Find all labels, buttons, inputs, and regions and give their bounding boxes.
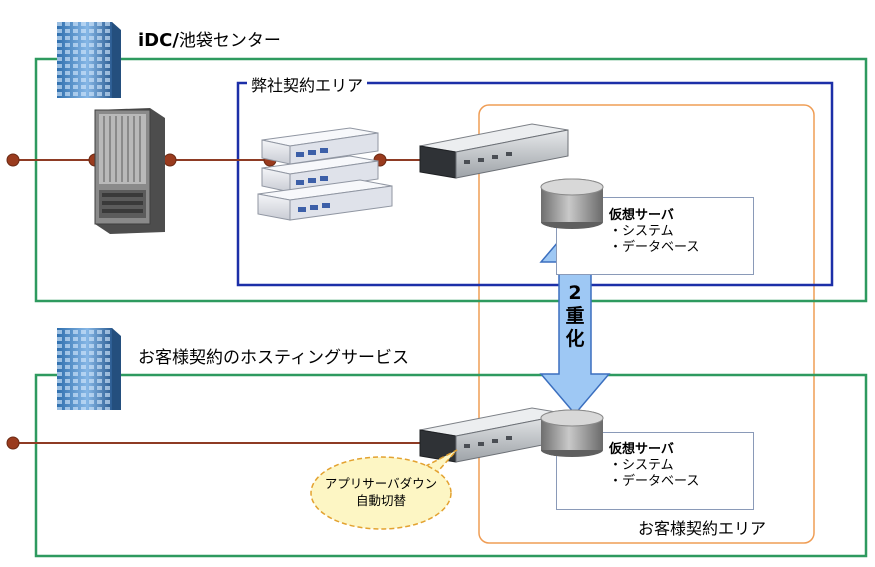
virtual-server-title: 仮想サーバ — [609, 208, 674, 223]
redundancy-label-char: 化 — [565, 328, 585, 350]
rack-server-icon — [419, 123, 569, 179]
virtual-server-item: ・システム — [609, 458, 674, 473]
office-building-icon — [57, 328, 121, 410]
failover-callout-text: アプリサーバダウン 自動切替 — [313, 475, 449, 509]
idc-site-title: iDC/池袋センター — [138, 26, 281, 51]
network-node — [6, 153, 20, 167]
callout-line: 自動切替 — [355, 493, 406, 508]
hosting-site-title: お客様契約のホスティングサービス — [138, 348, 409, 368]
virtual-server-item: ・システム — [609, 224, 674, 239]
idc-site-title-main: 池袋センター — [178, 31, 281, 51]
network-node — [163, 153, 177, 167]
customer-contract-area-label: お客様契約エリア — [638, 519, 767, 538]
virtual-server-item: ・データベース — [609, 474, 700, 489]
hosting-site-frame — [34, 373, 868, 558]
idc-site-title-prefix: iDC/ — [138, 30, 179, 51]
network-appliance-stack-icon — [257, 127, 393, 221]
virtual-server-item: ・データベース — [609, 240, 700, 255]
idc-site-frame — [34, 57, 868, 303]
redundancy-label-char: 2 — [568, 282, 582, 304]
chassis-switch-icon — [94, 108, 165, 234]
redundancy-label: 2 重 化 — [560, 282, 590, 351]
virtual-server-text: 仮想サーバ ・システム ・データベース — [609, 208, 699, 256]
virtual-server-text: 仮想サーバ ・システム ・データベース — [609, 442, 699, 490]
redundancy-label-char: 重 — [565, 305, 585, 327]
failover-callout-shape — [310, 449, 458, 530]
company-contract-area-border — [236, 81, 834, 287]
rack-server-icon — [419, 407, 569, 463]
virtual-server-title: 仮想サーバ — [609, 442, 674, 457]
customer-contract-area-border — [478, 104, 815, 544]
office-building-icon — [57, 22, 121, 98]
callout-line: アプリサーバダウン — [324, 476, 438, 491]
network-node — [6, 436, 20, 450]
company-contract-area-label: 弊社契約エリア — [247, 72, 368, 96]
